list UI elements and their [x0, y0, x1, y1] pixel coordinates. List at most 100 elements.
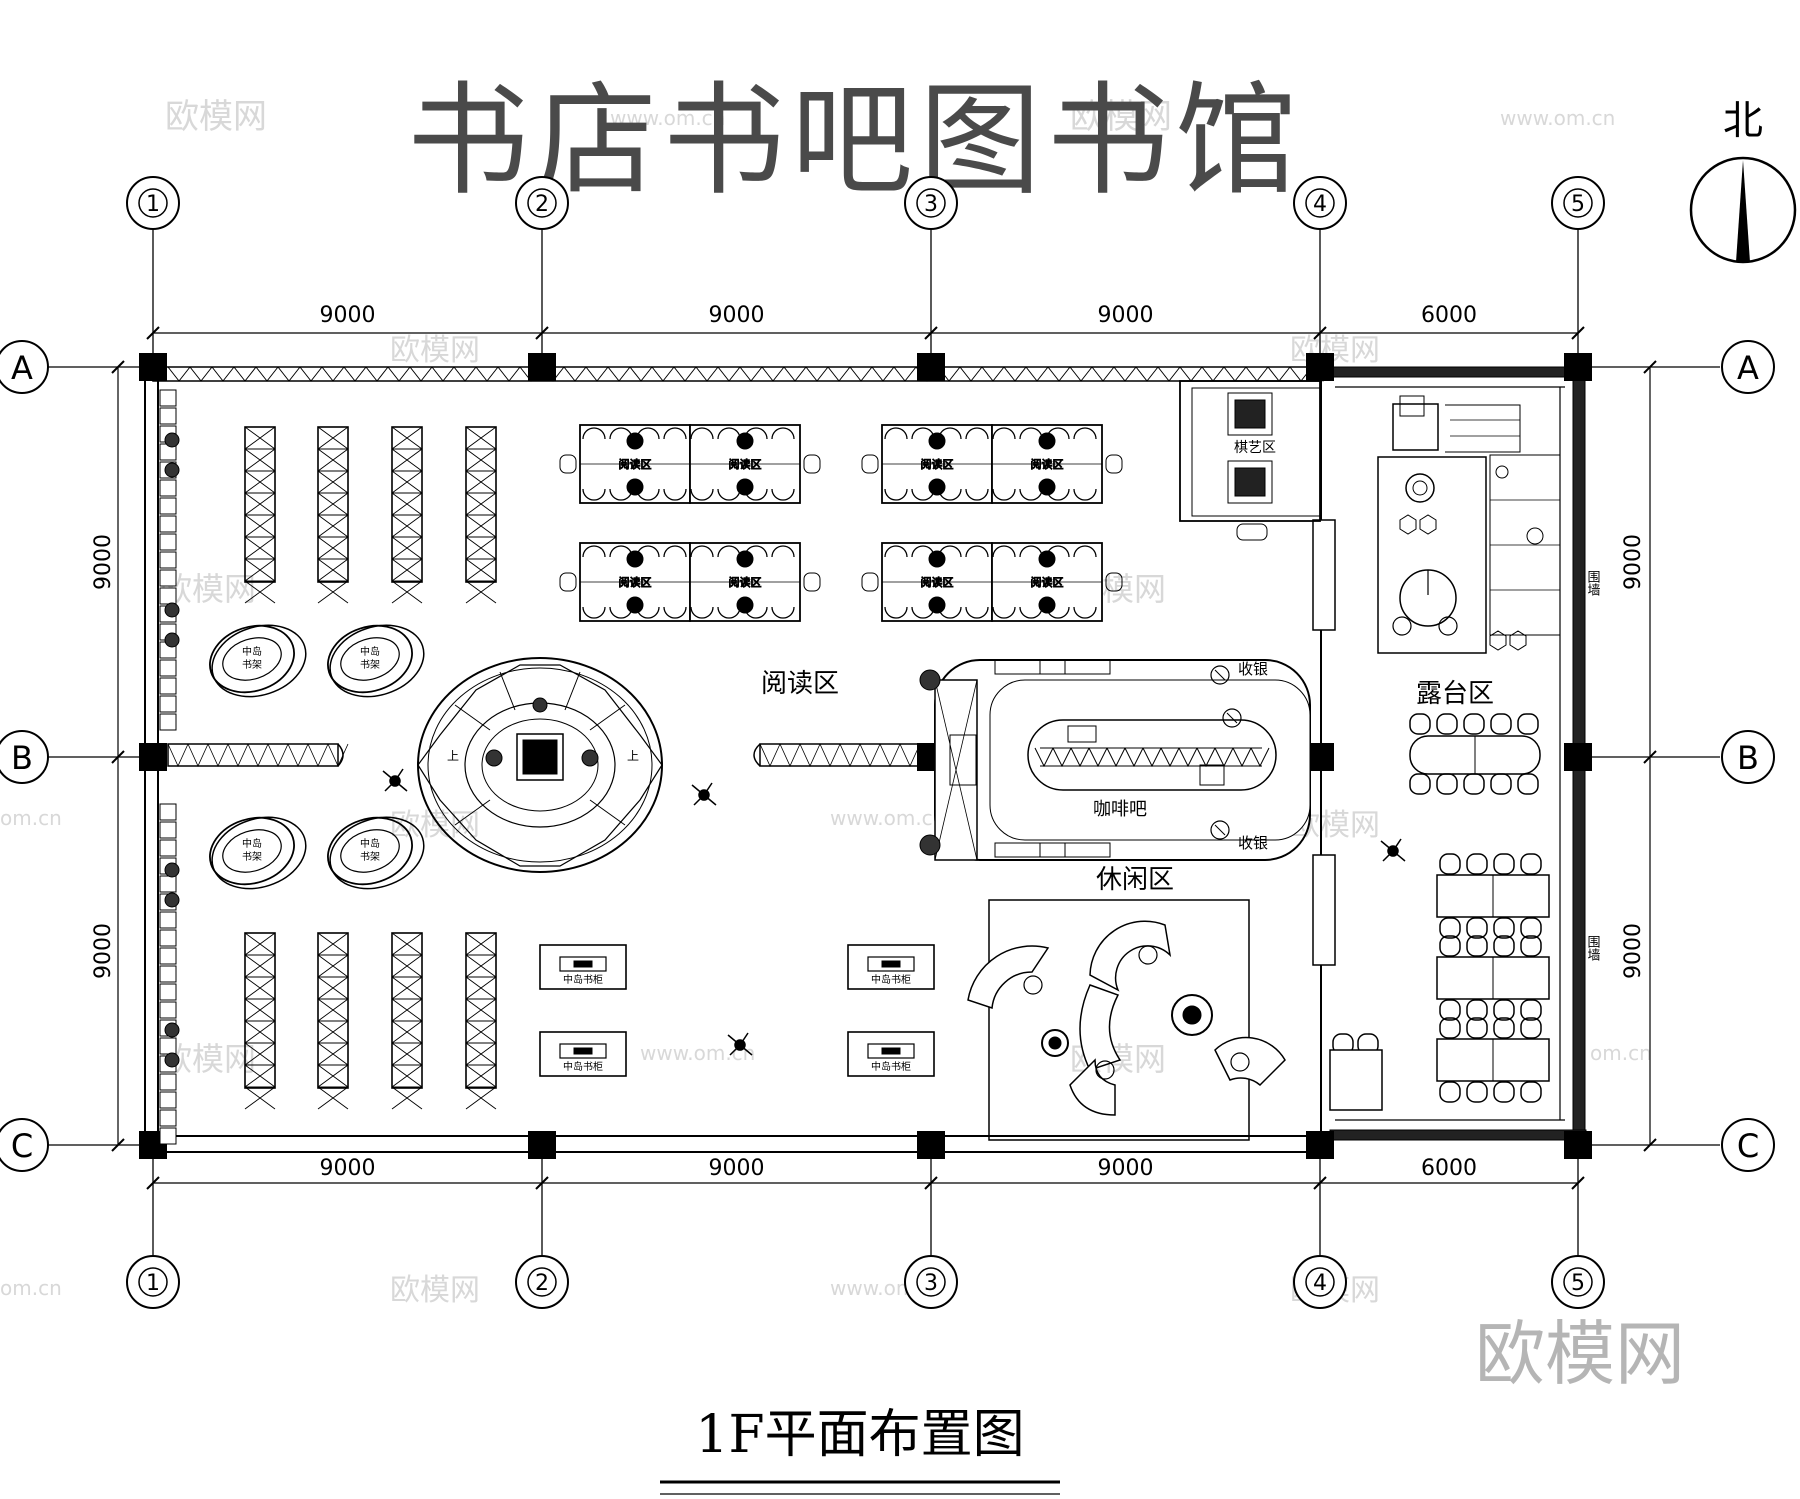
reading-seat — [164, 462, 180, 478]
lamp — [559, 454, 577, 474]
north-label: 北 — [1723, 98, 1763, 144]
column — [1564, 1131, 1592, 1159]
watermark-layer: 欧模网 欧模网 www.om.cn www.om.cn 欧模网 欧模网 欧模网 … — [0, 97, 1652, 1308]
axis-bubble-column — [1551, 1255, 1605, 1309]
person-walking-icon — [382, 768, 408, 792]
island-shelf-label: 书架 — [242, 851, 262, 863]
cabinet-core — [559, 956, 607, 972]
dimension-tick — [535, 326, 549, 340]
axis-label-row: A — [11, 349, 33, 387]
spiral-staircase: 上 上 — [417, 657, 663, 873]
chair — [965, 488, 989, 501]
terrace-chair — [1517, 773, 1539, 795]
wall-shelf-unit — [159, 659, 177, 677]
axis-bubble-inner — [527, 1267, 557, 1297]
dimension-tick — [535, 1176, 549, 1190]
island-shelf-inner — [222, 829, 282, 873]
watermark-site-short: om.cn — [0, 806, 62, 830]
wall-shelf-unit — [159, 875, 177, 893]
dimension-label: 9000 — [709, 1156, 765, 1181]
axis-bubble-column — [1293, 176, 1347, 230]
terrace-chair — [1409, 713, 1431, 735]
wall-shelf-unit — [159, 713, 177, 731]
island-shelf-label: 书架 — [360, 659, 380, 671]
island-shelf-outline — [209, 624, 295, 694]
zone-label-reading: 阅读区 — [761, 669, 839, 699]
watermark-brand: 欧模网 — [1070, 97, 1172, 137]
terrace-chair — [1466, 1081, 1488, 1103]
chair — [992, 427, 1016, 440]
column — [1564, 353, 1592, 381]
watermark-brand: 欧模网 — [390, 333, 480, 368]
axis-bubble-inner — [1563, 188, 1593, 218]
chair — [582, 427, 606, 440]
reading-tables: 阅读区阅读区阅读区阅读区阅读区阅读区阅读区阅读区 — [559, 424, 1123, 622]
island-cabinet-label: 中岛书柜 — [563, 973, 603, 986]
dimension-tick — [111, 750, 125, 764]
dimension-label: 9000 — [1621, 534, 1646, 590]
watermark-brand: 欧模网 — [165, 97, 267, 137]
wall-shelf-unit — [159, 695, 177, 713]
watermark-brand: 欧模网 — [1290, 333, 1380, 368]
axis-label-row: B — [1737, 739, 1759, 777]
chair — [582, 545, 606, 558]
axis-label-row: A — [1737, 349, 1759, 387]
lamp — [861, 572, 879, 592]
chair — [1073, 427, 1097, 440]
wall-shelf-unit — [159, 533, 177, 551]
plan-subtitle: 1F平面布置图 — [695, 1405, 1024, 1465]
terrace-chair — [1409, 773, 1431, 795]
island-shelf-label: 中岛 — [360, 645, 380, 658]
axis-label-column: 5 — [1571, 192, 1585, 217]
terrace-area: 露台区 围墙 围墙 — [1377, 395, 1600, 961]
person-walking-icon — [1380, 838, 1406, 862]
chair — [771, 427, 795, 440]
island-shelf-label: 中岛 — [242, 837, 262, 850]
axis-bubble-column — [126, 1255, 180, 1309]
wall-shelf-unit — [159, 821, 177, 839]
chair — [690, 488, 714, 501]
terrace-table — [1329, 1049, 1383, 1111]
watermark-brand: 欧模网 — [390, 1273, 480, 1308]
wall-bookshelf-west — [159, 389, 180, 1145]
dimension-label: 9000 — [1098, 1156, 1154, 1181]
wall-shelf-unit — [159, 407, 177, 425]
wall-shelf-unit — [159, 569, 177, 587]
reading-seat — [164, 432, 180, 448]
reading-table: 阅读区阅读区 — [861, 424, 1123, 504]
chair — [1073, 488, 1097, 501]
cashier-label: 收银 — [1238, 834, 1268, 852]
terrace-chair — [1493, 999, 1515, 1021]
dimension-tick — [1643, 750, 1657, 764]
chair — [965, 427, 989, 440]
island-shelf-inner — [340, 637, 400, 681]
axis-label-column: 3 — [924, 1271, 938, 1296]
dimension-tick — [1643, 1138, 1657, 1152]
chair — [663, 545, 687, 558]
island-cabinet: 中岛书柜 — [847, 1031, 935, 1077]
bookshelf-rack — [465, 932, 497, 1110]
dimension-label: 9000 — [320, 303, 376, 328]
lamp — [1105, 572, 1123, 592]
dimension-label: 6000 — [1421, 1156, 1477, 1181]
dimension-label: 9000 — [91, 534, 116, 590]
person-symbol — [928, 550, 946, 568]
cafe-bar: 咖啡吧 收银 收银 — [919, 659, 1311, 861]
rack-bracing — [391, 426, 423, 604]
reading-seat — [164, 602, 180, 618]
island-shelf-label: 书架 — [360, 851, 380, 863]
dimension-tick — [111, 1138, 125, 1152]
chair — [965, 606, 989, 619]
terrace-chair — [1490, 773, 1512, 795]
reading-table: 阅读区阅读区 — [559, 424, 821, 504]
wall-shelf-unit — [159, 479, 177, 497]
island-shelf-label: 中岛 — [360, 837, 380, 850]
terrace-chair — [1439, 999, 1461, 1021]
reading-seat — [164, 1022, 180, 1038]
table-label: 阅读区 — [921, 575, 954, 589]
chair — [884, 488, 908, 501]
terrace-chair — [1466, 935, 1488, 957]
person-symbol — [736, 478, 754, 496]
